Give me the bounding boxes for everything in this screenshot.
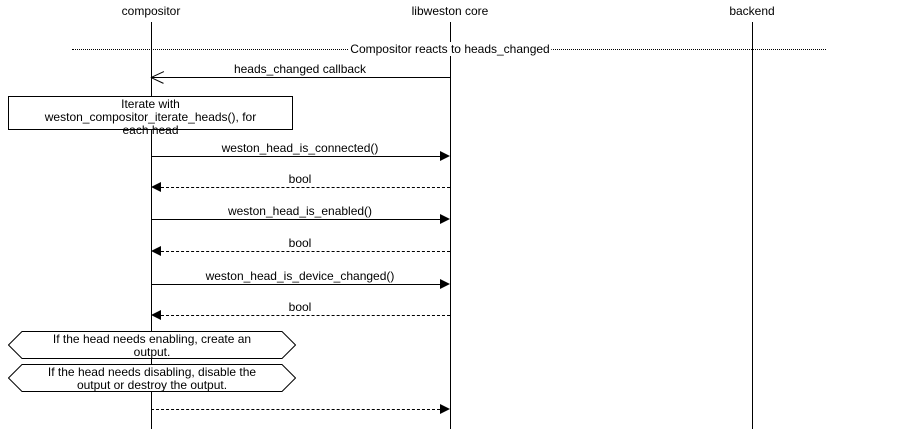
message-line-bool-device-changed bbox=[161, 315, 450, 316]
note-iterate-heads: Iterate with weston_compositor_iterate_h… bbox=[8, 96, 293, 137]
condition-enable-output: If the head needs enabling, create an ou… bbox=[8, 331, 296, 359]
hexagon-outline-icon bbox=[8, 331, 296, 359]
message-line-weston-head-is-connected bbox=[151, 156, 440, 157]
condition-disable-output: If the head needs disabling, disable the… bbox=[8, 364, 296, 392]
arrowhead-filled-right-final-unlabeled bbox=[440, 404, 450, 414]
arrowhead-filled-left-bool-enabled bbox=[151, 246, 161, 256]
lifeline-libweston-core bbox=[450, 22, 451, 429]
condition-line-2: output. bbox=[133, 345, 171, 359]
message-label-heads-changed-callback: heads_changed callback bbox=[233, 62, 367, 76]
condition-line-1: If the head needs disabling, disable the bbox=[47, 365, 257, 379]
lifeline-compositor bbox=[151, 22, 152, 429]
message-line-weston-head-is-device-changed bbox=[151, 284, 440, 285]
divider-label: Compositor reacts to heads_changed bbox=[348, 42, 552, 56]
participant-label-libweston-core: libweston core bbox=[411, 4, 489, 18]
arrowhead-filled-left-bool-connected bbox=[151, 182, 161, 192]
arrowhead-open-left-heads-changed-callback bbox=[151, 70, 165, 84]
message-label-weston-head-is-device-changed: weston_head_is_device_changed() bbox=[205, 269, 395, 283]
note-line-1: Iterate with bbox=[121, 97, 180, 111]
arrowhead-filled-right-weston-head-is-device-changed bbox=[440, 279, 450, 289]
message-label-weston-head-is-enabled: weston_head_is_enabled() bbox=[227, 204, 373, 218]
note-line-3: each head bbox=[122, 123, 179, 137]
participant-label-compositor: compositor bbox=[121, 4, 181, 18]
condition-line-1: If the head needs enabling, create an bbox=[52, 332, 252, 346]
message-label-bool-enabled: bool bbox=[288, 236, 312, 250]
message-line-final-unlabeled bbox=[151, 409, 440, 410]
condition-text-block: If the head needs enabling, create an ou… bbox=[8, 331, 296, 359]
hexagon-outline-icon bbox=[8, 364, 296, 392]
condition-text-block: If the head needs disabling, disable the… bbox=[8, 364, 296, 392]
participant-label-backend: backend bbox=[729, 4, 775, 18]
note-line-2: weston_compositor_iterate_heads(), for bbox=[44, 110, 257, 124]
message-label-weston-head-is-connected: weston_head_is_connected() bbox=[221, 141, 379, 155]
message-line-heads-changed-callback bbox=[151, 77, 450, 78]
message-line-bool-enabled bbox=[161, 251, 450, 252]
arrowhead-filled-left-bool-device-changed bbox=[151, 310, 161, 320]
message-label-bool-device-changed: bool bbox=[288, 300, 312, 314]
message-line-bool-connected bbox=[161, 187, 450, 188]
arrowhead-filled-right-weston-head-is-enabled bbox=[440, 214, 450, 224]
lifeline-backend bbox=[752, 22, 753, 429]
message-label-bool-connected: bool bbox=[288, 172, 312, 186]
arrowhead-filled-right-weston-head-is-connected bbox=[440, 151, 450, 161]
message-line-weston-head-is-enabled bbox=[151, 219, 440, 220]
condition-line-2: output or destroy the output. bbox=[76, 378, 228, 392]
